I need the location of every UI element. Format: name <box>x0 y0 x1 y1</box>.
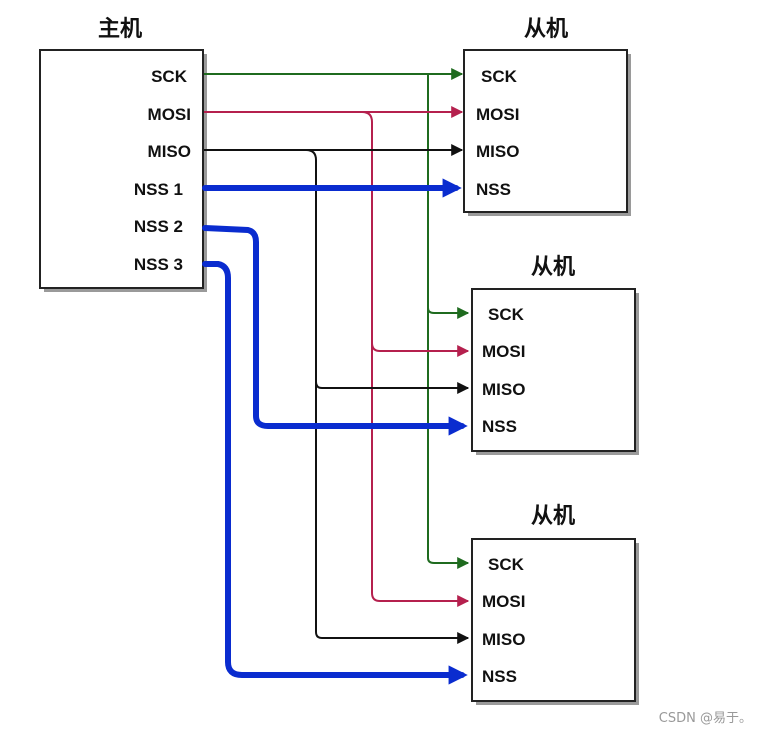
slave-3-pin-sck: SCK <box>488 555 525 574</box>
slave-3-pin-miso: MISO <box>482 630 525 649</box>
slave-1-pin-nss: NSS <box>476 180 511 199</box>
slave-2-pin-mosi: MOSI <box>482 342 525 361</box>
sck-line-2 <box>427 74 470 319</box>
nss2-line <box>202 225 468 436</box>
master-pin-nss3: NSS 3 <box>134 255 183 274</box>
slave-2-pin-sck: SCK <box>488 305 525 324</box>
master-pin-mosi: MOSI <box>148 105 191 124</box>
miso-line-3 <box>315 382 470 644</box>
mosi-line-3 <box>371 343 470 607</box>
slave-box-3: 从机 SCK MOSI MISO NSS <box>471 504 639 705</box>
master-box: 主机 SCK MOSI MISO NSS 1 NSS 2 NSS 3 <box>39 17 207 292</box>
master-pin-sck: SCK <box>151 67 188 86</box>
slave-1-pin-sck: SCK <box>481 67 518 86</box>
master-pin-miso: MISO <box>148 142 191 161</box>
slave-2-pin-nss: NSS <box>482 417 517 436</box>
master-pin-nss1: NSS 1 <box>134 180 183 199</box>
nss-lines <box>202 178 468 685</box>
master-title: 主机 <box>98 17 142 42</box>
slave-2-pin-miso: MISO <box>482 380 525 399</box>
mosi-bus <box>204 106 470 607</box>
slave-2-title: 从机 <box>531 255 575 280</box>
sck-bus <box>204 68 470 569</box>
slave-3-title: 从机 <box>531 504 575 529</box>
sck-line-3 <box>427 308 470 569</box>
slave-3-pin-mosi: MOSI <box>482 592 525 611</box>
slave-box-1: 从机 SCK MOSI MISO NSS <box>463 17 631 216</box>
slave-1-title: 从机 <box>524 17 568 42</box>
master-pin-nss2: NSS 2 <box>134 217 183 236</box>
slave-1-pin-miso: MISO <box>476 142 519 161</box>
slave-box-2: 从机 SCK MOSI MISO NSS <box>471 255 639 455</box>
miso-bus <box>204 144 470 644</box>
mosi-line-2 <box>361 111 470 357</box>
slave-3-pin-nss: NSS <box>482 667 517 686</box>
slave-1-pin-mosi: MOSI <box>476 105 519 124</box>
watermark: CSDN @易于。 <box>659 711 752 726</box>
nss3-line <box>202 261 468 685</box>
